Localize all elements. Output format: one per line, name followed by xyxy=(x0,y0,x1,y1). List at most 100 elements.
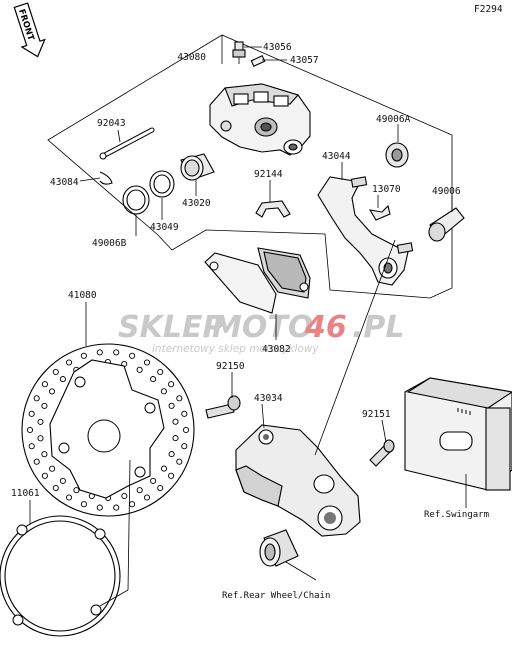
disc-vent-hole xyxy=(121,492,128,500)
disc-vent-hole xyxy=(181,443,188,450)
disc-vent-hole xyxy=(37,418,44,425)
disc-vent-hole xyxy=(160,465,168,472)
disc-vent-hole xyxy=(176,395,183,402)
boot-lower xyxy=(428,207,465,242)
label-49006: 49006 xyxy=(432,186,461,197)
front-arrow-icon: FRONT xyxy=(13,2,46,58)
watermark-brand-mid: MOTO xyxy=(212,310,313,345)
disc-vent-hole xyxy=(37,435,44,442)
brake-disc xyxy=(21,343,195,517)
disc-vent-hole xyxy=(96,349,103,356)
dust-seal xyxy=(122,185,150,215)
brake-pad-left xyxy=(204,252,277,314)
disc-vent-hole xyxy=(73,487,80,494)
disc-vent-hole xyxy=(157,368,164,376)
disc-vent-hole xyxy=(136,366,143,373)
label-49006b: 49006B xyxy=(92,238,127,249)
label-ref-swingarm: Ref.Swingarm xyxy=(424,510,489,520)
label-43049: 43049 xyxy=(150,222,179,233)
pad-pin xyxy=(99,127,155,160)
disc-vent-hole xyxy=(172,418,179,425)
disc-cover xyxy=(0,515,121,637)
label-92151: 92151 xyxy=(362,409,391,420)
label-ref-rear-wheel: Ref.Rear Wheel/Chain xyxy=(222,591,330,601)
disc-vent-hole xyxy=(59,376,66,383)
label-43044: 43044 xyxy=(322,151,351,162)
watermark: SKLEP MOTO 46 .PL internetowy sklep moto… xyxy=(118,310,405,355)
watermark-brand-tld: .PL xyxy=(352,310,405,345)
disc-vent-hole xyxy=(28,443,35,450)
piston-seal xyxy=(149,170,175,198)
disc-vent-hole xyxy=(80,352,87,359)
disc-vent-hole xyxy=(129,501,136,508)
disc-vent-hole xyxy=(52,484,59,492)
part-labels: 43080 43056 43057 92043 49006A 43044 430… xyxy=(11,42,489,601)
disc-vent-hole xyxy=(113,349,120,356)
disc-vent-hole xyxy=(49,465,56,472)
disc-vent-hole xyxy=(28,410,35,417)
disc-vent-hole xyxy=(143,494,151,501)
disc-vent-hole xyxy=(172,435,179,442)
disc-vent-hole xyxy=(59,477,66,484)
watermark-brand-left: SKLEP xyxy=(118,310,224,345)
caliper-assembly-boundary xyxy=(47,34,453,299)
figure-code: F2294 xyxy=(474,4,503,15)
label-13070: 13070 xyxy=(372,184,401,195)
disc-vent-hole xyxy=(33,395,40,402)
disc-vent-hole xyxy=(181,410,188,417)
disc-vent-hole xyxy=(150,477,157,484)
label-43082: 43082 xyxy=(262,344,291,355)
disc-vent-hole xyxy=(168,472,175,479)
caliper-holder xyxy=(235,424,361,537)
label-92043: 92043 xyxy=(97,118,126,129)
watermark-brand-num: 46 xyxy=(304,310,347,345)
disc-vent-hole xyxy=(26,426,34,434)
disc-vent-hole xyxy=(113,504,120,511)
label-43020: 43020 xyxy=(182,198,211,209)
disc-vent-hole xyxy=(96,504,103,511)
bleeder-valve xyxy=(232,41,246,64)
disc-vent-hole xyxy=(168,381,175,388)
disc-vent-hole xyxy=(129,352,136,359)
label-43084: 43084 xyxy=(50,177,79,188)
holder-bolt xyxy=(369,439,395,467)
label-92150: 92150 xyxy=(216,361,245,372)
disc-vent-hole xyxy=(136,487,143,494)
disc-vent-hole xyxy=(143,359,151,366)
disc-vent-hole xyxy=(41,451,48,458)
disc-bolt xyxy=(205,395,241,419)
disc-vent-hole xyxy=(33,458,40,465)
brake-pad-right xyxy=(257,247,311,299)
label-43057: 43057 xyxy=(290,55,319,66)
disc-vent-hole xyxy=(52,368,59,376)
label-92144: 92144 xyxy=(254,169,283,180)
disc-vent-hole xyxy=(160,388,167,395)
disc-vent-hole xyxy=(176,458,183,465)
watermark-tagline: internetowy sklep motocyklowy xyxy=(152,343,319,355)
label-43034: 43034 xyxy=(254,393,283,404)
disc-vent-hole xyxy=(48,388,56,395)
label-43080: 43080 xyxy=(177,52,206,63)
pad-spring xyxy=(255,200,291,218)
boot-upper xyxy=(385,142,409,168)
disc-vent-hole xyxy=(80,501,87,508)
swingarm-reference xyxy=(404,377,512,491)
disc-vent-hole xyxy=(41,472,48,479)
piston xyxy=(180,153,215,181)
disc-vent-hole xyxy=(168,402,175,409)
pad-guide xyxy=(368,204,391,221)
disc-vent-hole xyxy=(41,402,48,409)
disc-vent-hole xyxy=(150,376,157,383)
disc-vent-hole xyxy=(65,359,73,366)
disc-vent-hole xyxy=(157,484,164,492)
disc-vent-hole xyxy=(168,451,175,458)
leader-lines xyxy=(29,35,467,607)
disc-vent-hole xyxy=(41,381,48,388)
pin-clip xyxy=(99,171,113,185)
label-49006a: 49006A xyxy=(376,114,411,125)
label-11061: 11061 xyxy=(11,488,40,499)
disc-vent-hole xyxy=(65,494,73,501)
label-41080: 41080 xyxy=(68,290,97,301)
disc-vent-hole xyxy=(182,426,190,434)
